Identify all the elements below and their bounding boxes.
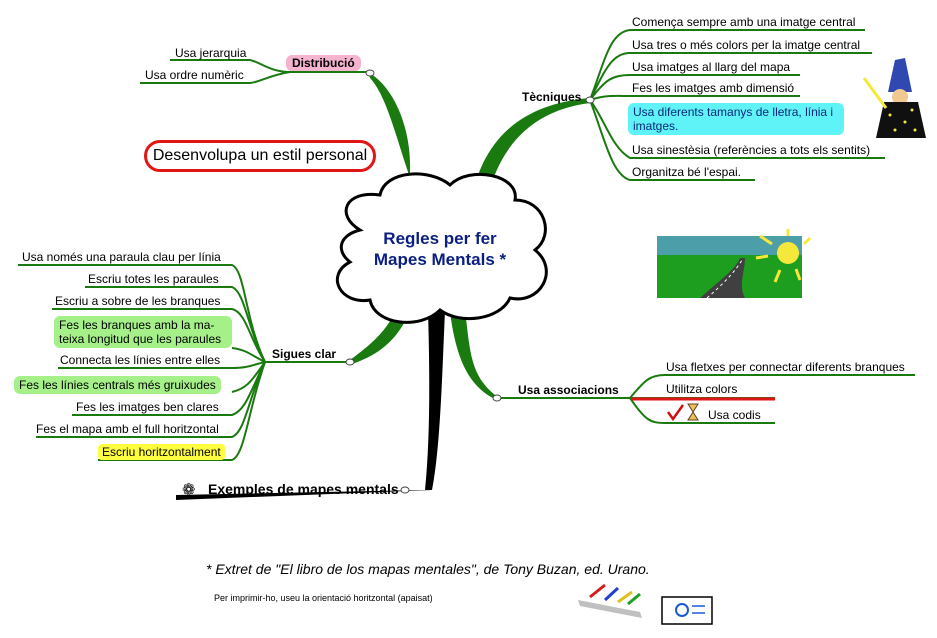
- associacions-item: Usa codis: [708, 408, 761, 422]
- tecniques-item: Usa imatges al llarg del mapa: [632, 60, 791, 74]
- sigues-clar-item: Connecta les línies entre elles: [60, 353, 221, 367]
- tecniques-item-highlight: Usa diferents tamanys de lletra, línia i…: [628, 103, 844, 135]
- central-cloud: [336, 172, 548, 324]
- sigues-clar-item: Escriu totes les paraules: [88, 272, 219, 286]
- sigues-clar-subbranches: [18, 264, 350, 461]
- tecniques-item: Usa tres o més colors per la imatge cent…: [632, 38, 861, 52]
- email-icon: [661, 596, 713, 625]
- tecniques-item: Comença sempre amb una imatge central: [632, 15, 856, 29]
- sigues-clar-item: Escriu a sobre de les branques: [55, 294, 221, 308]
- sigues-clar-item: Usa només una paraula clau per línia: [22, 250, 221, 264]
- tecniques-item: Usa sinestèsia (referències a tots els s…: [632, 143, 871, 157]
- tecniques-item: Organitza bé l'espai.: [632, 165, 742, 179]
- tecniques-item: Fes les imatges amb dimensió: [632, 81, 795, 95]
- sigues-clar-item-highlight: Escriu horitzontalment: [98, 444, 225, 460]
- checkmark-icon: [666, 404, 685, 422]
- footnote: * Extret de "El libro de los mapas menta…: [206, 561, 650, 577]
- distribucio-label: Distribució: [286, 55, 361, 71]
- central-title: Regles per fer Mapes Mentals *: [373, 229, 507, 269]
- sigues-clar-item-highlight: Fes les branques amb la ma-teixa longitu…: [54, 316, 232, 348]
- sigues-clar-item-highlight: Fes les línies centrals més gruixudes: [14, 376, 221, 394]
- branch-associacions: [450, 310, 495, 399]
- wizard-icon: [862, 58, 926, 138]
- sigues-clar-item: Fes el mapa amb el full horitzontal: [36, 422, 219, 436]
- distribucio-item: Usa jerarquia: [175, 46, 247, 60]
- personal-style-bubble: Desenvolupa un estil personal: [144, 140, 376, 172]
- gear-icon: ❁: [182, 482, 196, 499]
- examples-link[interactable]: Exemples de mapes mentals: [208, 481, 399, 497]
- sigues-clar-label: Sigues clar: [272, 347, 337, 361]
- pens-icon: [578, 583, 642, 618]
- distribucio-item: Usa ordre numèric: [145, 68, 244, 82]
- print-note: Per imprimir-ho, useu la orientació hori…: [214, 593, 433, 603]
- distribucio-subbranches: [140, 59, 368, 84]
- hourglass-icon: [687, 403, 699, 421]
- associacions-item: Usa fletxes per connectar diferents bran…: [666, 360, 905, 374]
- tecniques-label: Tècniques: [522, 90, 582, 104]
- road-sun-icon: [657, 229, 812, 299]
- associacions-item: Utilitza colors: [666, 382, 738, 396]
- associacions-label: Usa associacions: [518, 383, 619, 397]
- branch-knobs: [345, 69, 595, 494]
- sigues-clar-item: Fes les imatges ben clares: [76, 400, 219, 414]
- tecniques-subbranches: [589, 29, 885, 181]
